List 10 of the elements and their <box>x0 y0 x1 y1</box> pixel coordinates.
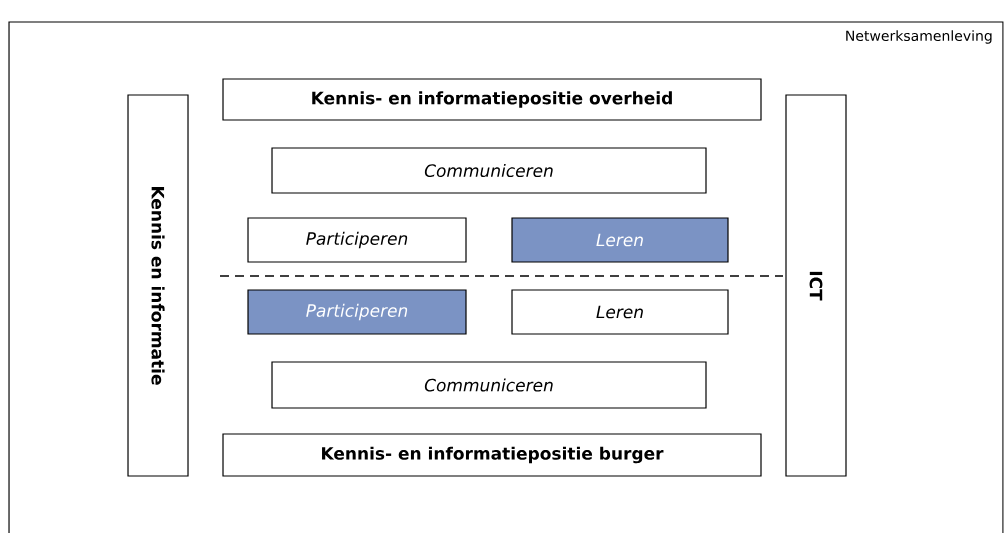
text-box: Participeren <box>247 217 467 263</box>
text-box: Communiceren <box>271 361 707 409</box>
text-box: Participeren <box>247 289 467 335</box>
text-box: Communiceren <box>271 147 707 194</box>
text-box: Leren <box>511 217 729 263</box>
vertical-band: Kennis en informatie <box>127 94 189 477</box>
vertical-band: ICT <box>785 94 847 477</box>
text-box: Kennis- en informatiepositie burger <box>222 433 762 477</box>
text-box: Leren <box>511 289 729 335</box>
text-box: Kennis- en informatiepositie overheid <box>222 78 762 121</box>
